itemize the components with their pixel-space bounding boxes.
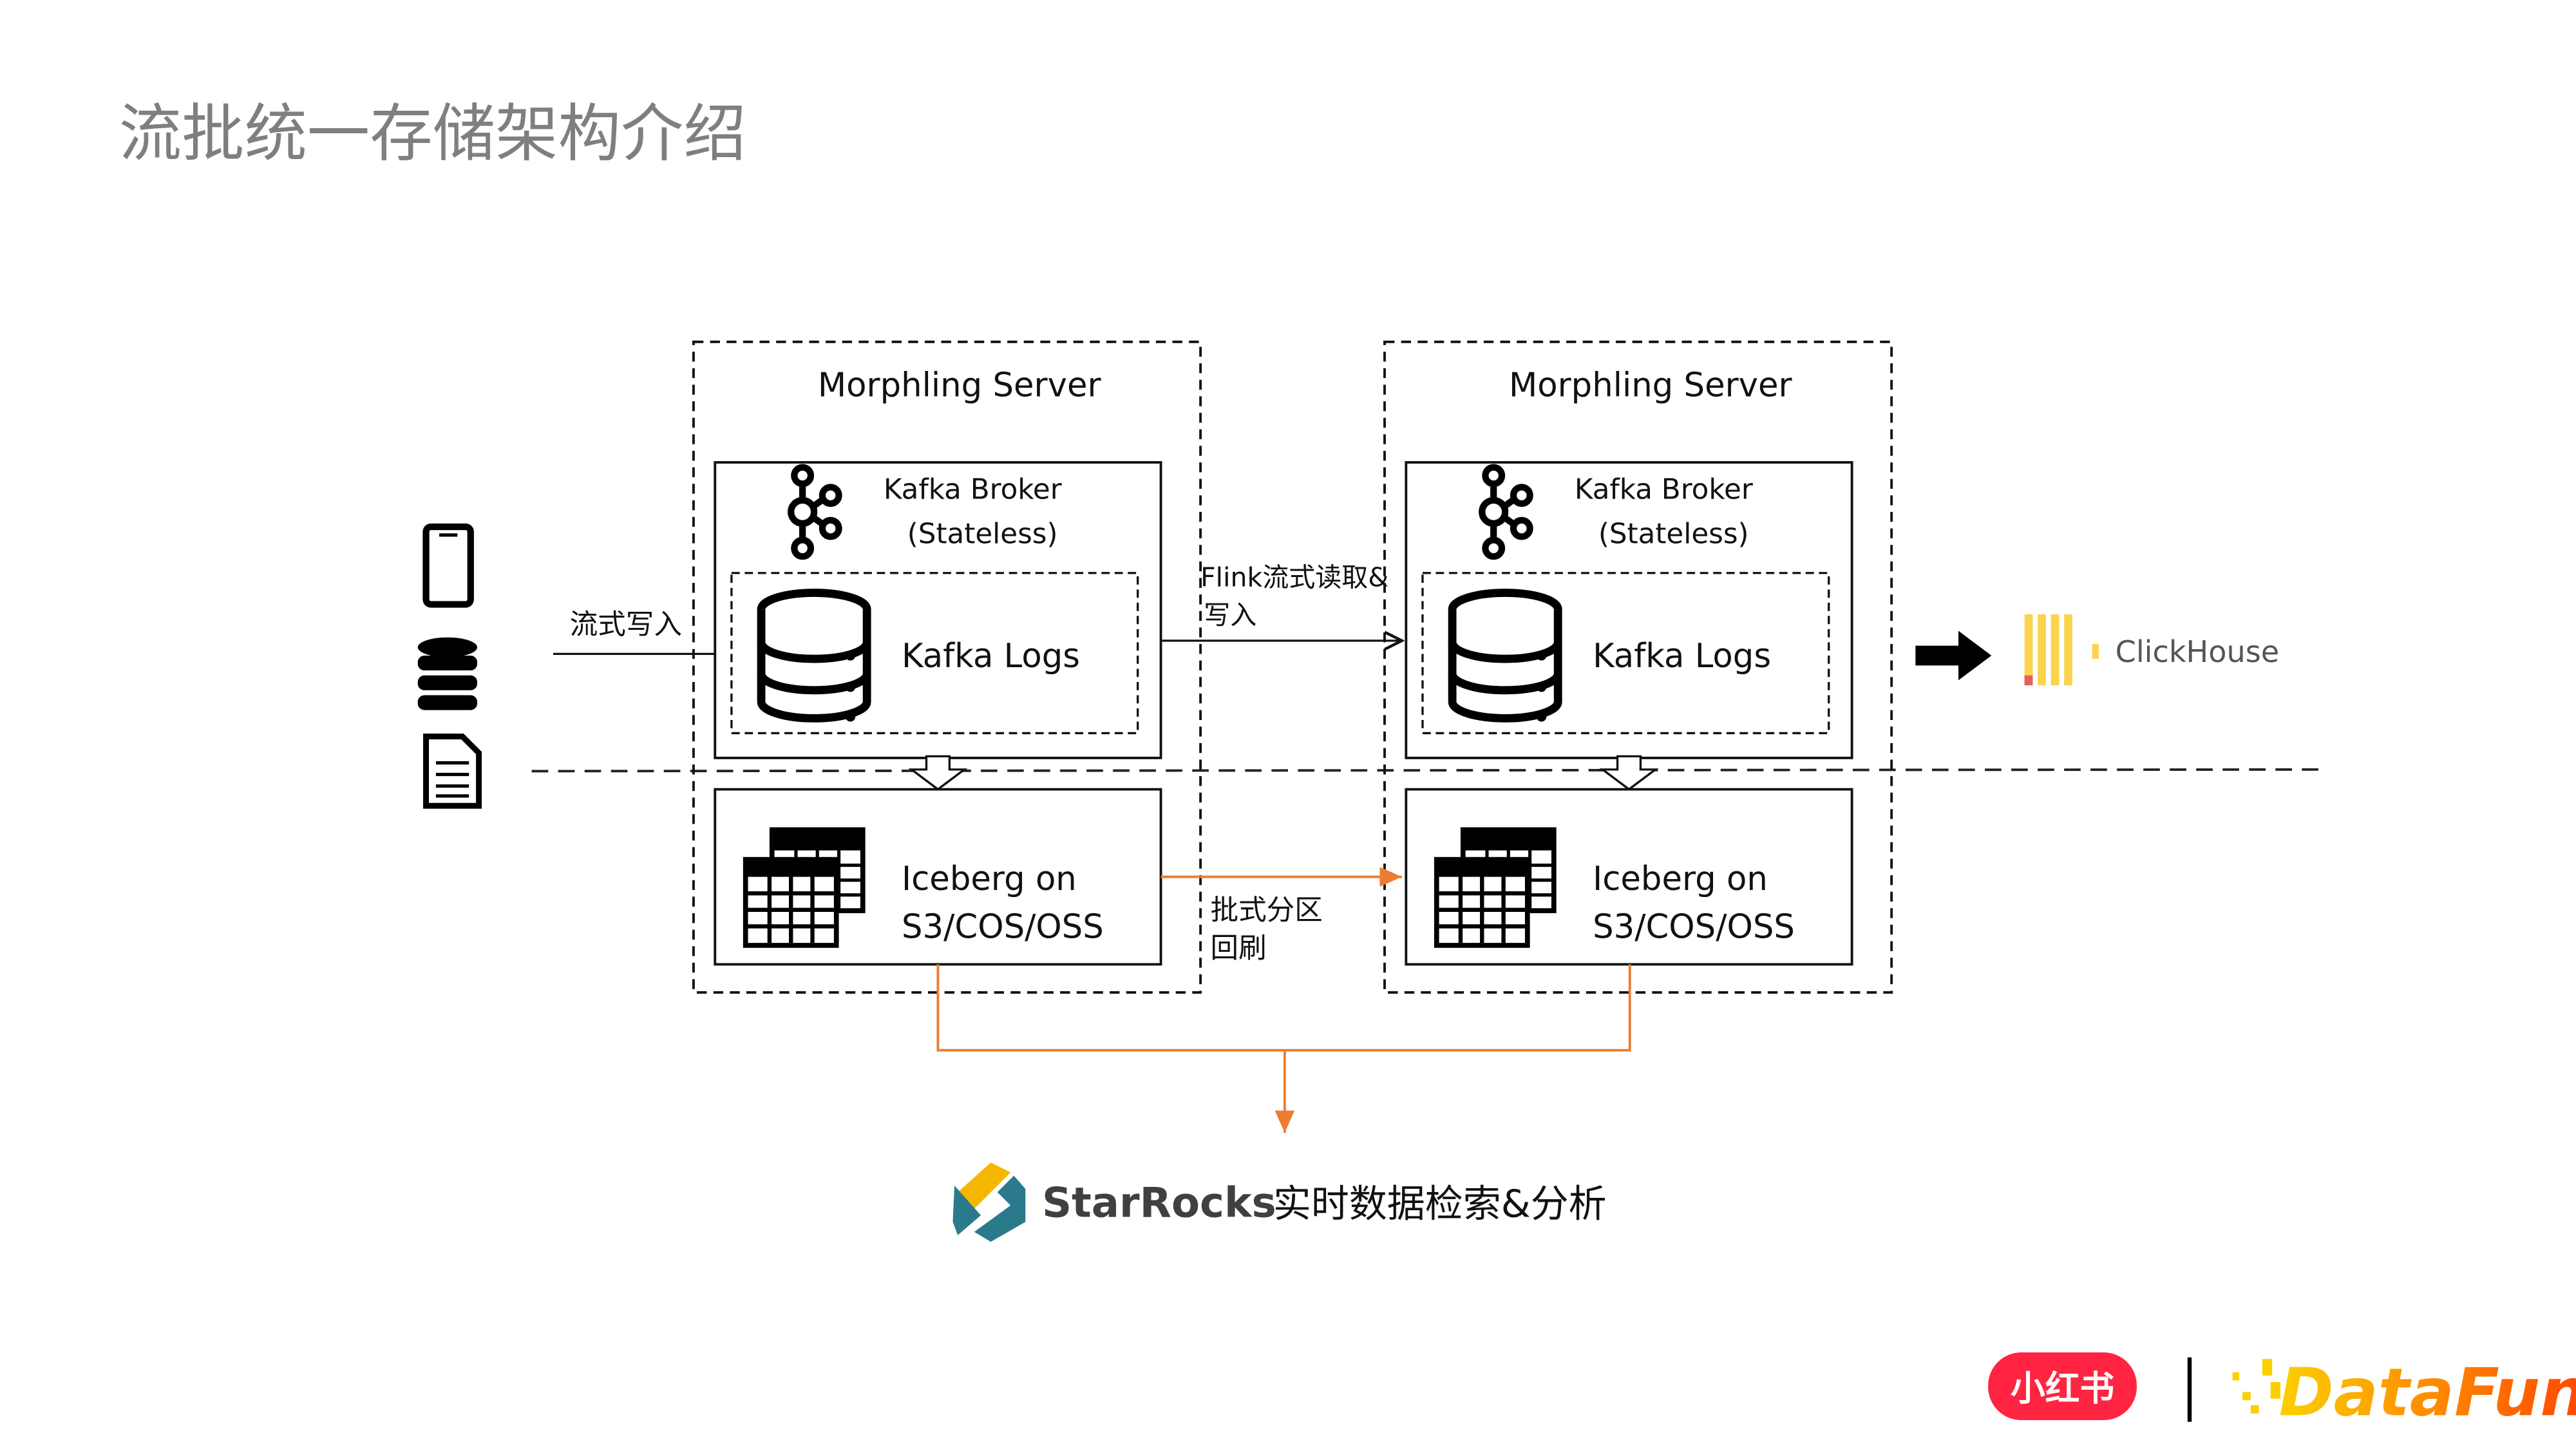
stream-batch-divider — [531, 768, 2320, 773]
kafka-logs-box — [1421, 572, 1830, 735]
clickhouse-logo — [2024, 614, 2099, 686]
down-arrow-icon — [908, 755, 968, 791]
database-icon — [1452, 593, 1558, 722]
server-title: Morphling Server — [1509, 366, 1793, 404]
server-title: Morphling Server — [818, 366, 1102, 404]
page-title: 流批统一存储架构介绍 — [119, 97, 746, 170]
stream-write-label: 流式写入 — [570, 609, 682, 641]
clickhouse-label: ClickHouse — [2116, 634, 2280, 669]
kafka-logs-label: Kafka Logs — [902, 637, 1080, 676]
batch-label: 批式分区 — [1210, 895, 1322, 927]
datafun-logo-dots — [2232, 1359, 2281, 1414]
broker-label: Kafka Broker — [884, 473, 1062, 506]
phone-icon — [422, 523, 474, 608]
iceberg-label: Iceberg on — [902, 860, 1077, 898]
starrocks-logo — [952, 1162, 1026, 1242]
document-icon — [423, 734, 482, 809]
storage-label: S3/COS/OSS — [1593, 907, 1795, 946]
morphling-server-1: Morphling Server Kafka Broker (Stateless… — [692, 340, 1202, 994]
kafka-logs-label: Kafka Logs — [1593, 637, 1771, 676]
iceberg-label: Iceberg on — [1593, 860, 1768, 898]
xiaohongshu-logo — [1988, 1352, 2137, 1421]
kafka-logs-box — [730, 572, 1139, 735]
morphling-server-2: Morphling Server Kafka Broker (Stateless… — [1383, 340, 1893, 994]
starrocks-feed-arrow — [936, 964, 1631, 1133]
flink-label: Flink流式读取& — [1200, 562, 1388, 592]
broker-stateless-label: (Stateless) — [907, 518, 1058, 551]
down-arrow-icon — [1599, 755, 1659, 791]
broker-label: Kafka Broker — [1575, 473, 1753, 506]
flink-label-2: 写入 — [1204, 600, 1256, 630]
xiaohongshu-logo-text: 小红书 — [2011, 1368, 2115, 1408]
starrocks-description: 实时数据检索&分析 — [1273, 1182, 1607, 1226]
broker-stateless-label: (Stateless) — [1598, 518, 1749, 551]
right-arrow-icon — [1915, 630, 1992, 681]
batch-label-2: 回刷 — [1210, 933, 1266, 965]
database-icon — [417, 637, 478, 710]
database-icon — [761, 593, 867, 722]
starrocks-brand: StarRocks — [1042, 1180, 1276, 1227]
datafun-logo: DataFun. — [2278, 1354, 2576, 1431]
storage-label: S3/COS/OSS — [902, 907, 1104, 946]
